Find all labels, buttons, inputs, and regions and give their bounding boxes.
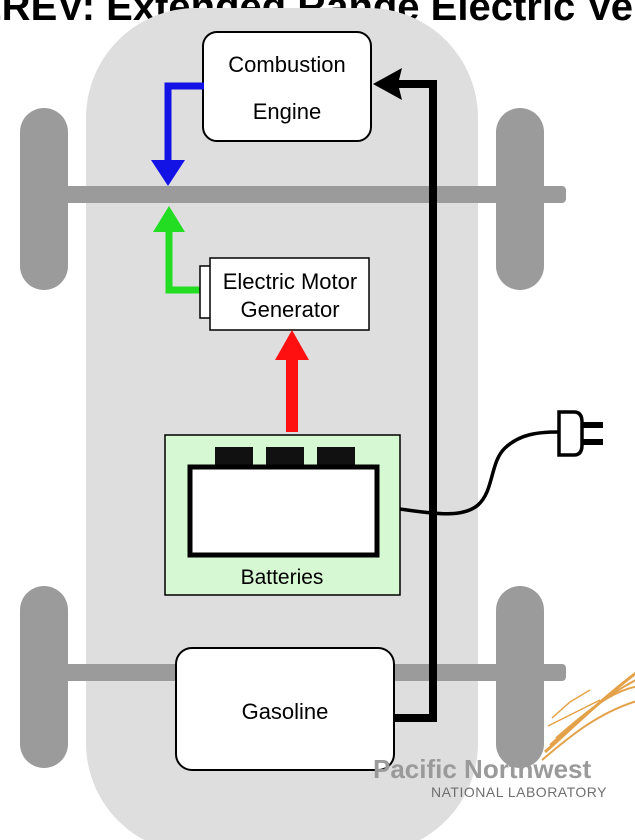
motor-label-line2: Generator [240, 297, 339, 322]
pnnl-logo-icon [541, 671, 635, 761]
fuel-line [392, 80, 437, 722]
battery-terminal-1 [215, 447, 253, 468]
battery-cell [187, 464, 380, 558]
engine-arrow-head [151, 160, 185, 186]
gasoline-label: Gasoline [242, 699, 329, 724]
fuel-line-arrow-head [373, 68, 402, 100]
engine-to-axle-arrow [164, 82, 204, 170]
battery-arrow-head [275, 330, 309, 360]
front-axle [44, 186, 566, 203]
combustion-engine-label-line2: Engine [253, 99, 322, 124]
pnnl-logo-name: Pacific Northwest [373, 754, 592, 784]
pnnl-logo-subtitle: NATIONAL LABORATORY [431, 784, 607, 800]
motor-arrow-head [153, 206, 185, 232]
vehicle-chassis [86, 8, 478, 840]
front-right-wheel [496, 108, 544, 290]
rear-right-wheel [496, 586, 544, 768]
electric-motor-generator-box [209, 257, 370, 331]
rear-left-wheel [20, 586, 68, 768]
battery-to-motor-arrow [286, 352, 298, 432]
charging-cord [399, 430, 559, 516]
gasoline-tank-box [175, 647, 395, 771]
batteries-label: Batteries [241, 566, 324, 589]
battery-terminal-2 [266, 447, 304, 468]
plug-icon [557, 410, 603, 457]
combustion-engine-box [202, 31, 372, 142]
battery-terminal-3 [317, 447, 355, 468]
combustion-engine-label-line1: Combustion [228, 52, 345, 77]
front-left-wheel [20, 108, 68, 290]
motor-label-line1: Electric Motor [223, 269, 357, 294]
motor-to-axle-arrow [165, 222, 206, 294]
